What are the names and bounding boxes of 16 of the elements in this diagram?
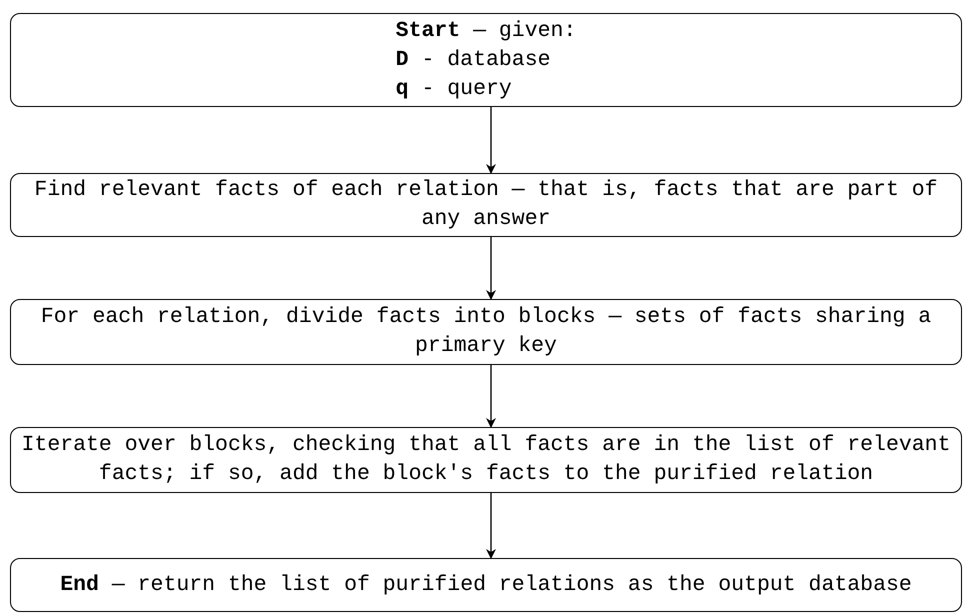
arrow: [486, 493, 496, 559]
process-box: [10, 427, 962, 493]
process-box: [10, 173, 962, 237]
arrow: [486, 365, 496, 428]
box-text: For each relation, divide facts into blocks — sets of facts sharing a primary key: [40, 304, 932, 360]
arrow: [486, 107, 496, 174]
box-text: D - database: [396, 46, 551, 74]
box-text: Start — given:: [396, 18, 576, 44]
box-text: Iterate over blocks, checking that all facts are in the list of relevant facts; if so, add the block's facts to the purified relation: [20, 432, 952, 488]
box-text: End — return the list of purified relations as the output database: [60, 572, 912, 598]
process-box: [10, 299, 962, 365]
arrow: [486, 237, 496, 300]
box-text: q - query: [396, 76, 512, 102]
process-box: [10, 558, 962, 612]
box-text: Find relevant facts of each relation — that is, facts that are part of any answer: [33, 177, 939, 233]
process-box: [10, 13, 962, 107]
